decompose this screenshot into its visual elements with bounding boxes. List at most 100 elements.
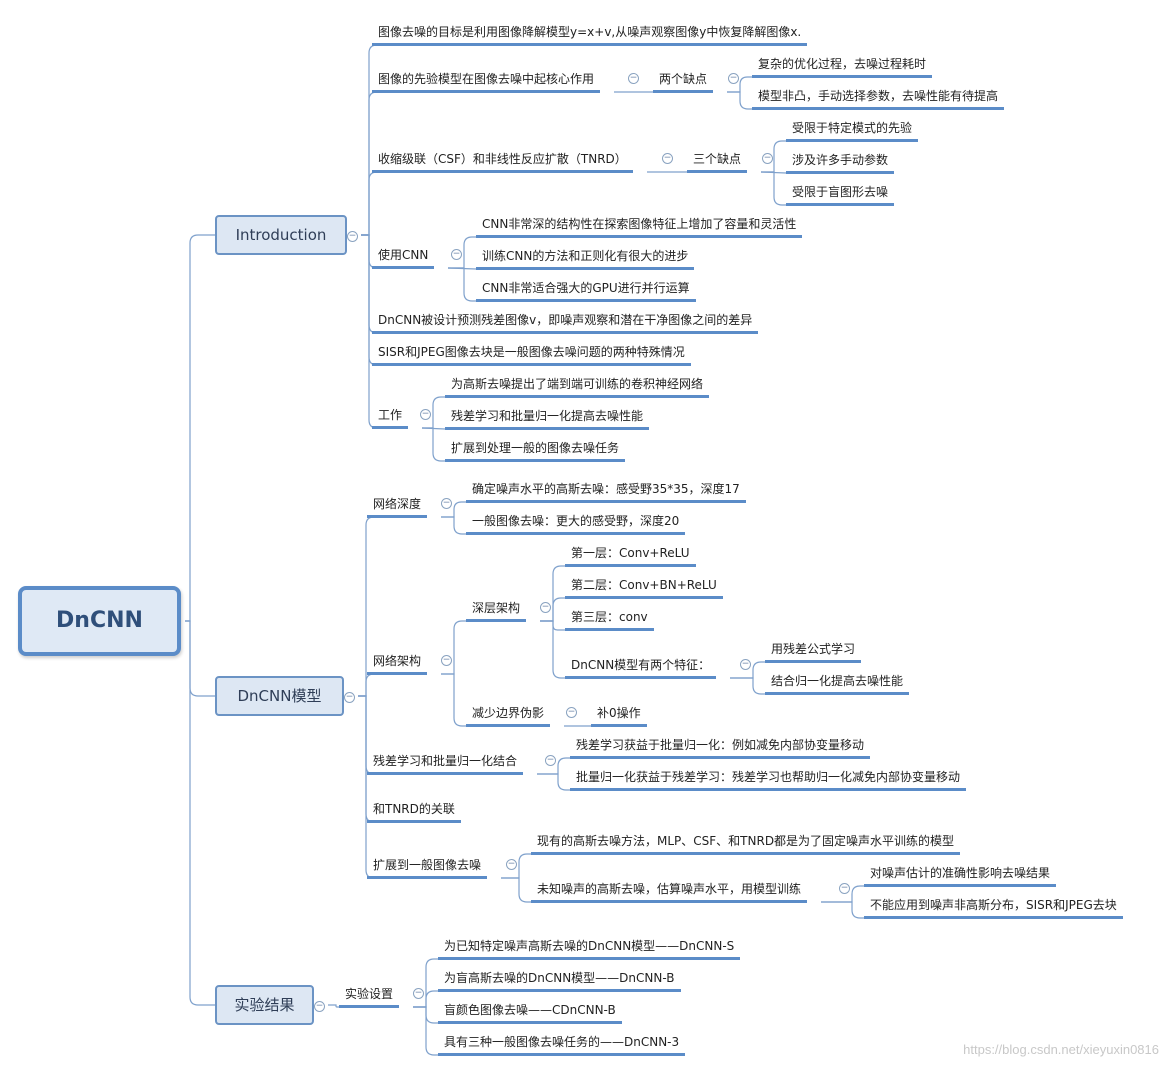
results-setup-4[interactable]: 具有三种一般图像去噪任务的——DnCNN-3 (438, 1034, 686, 1056)
collapse-toggle-csf-flaws[interactable] (762, 153, 773, 164)
connector-33 (540, 597, 565, 622)
intro-prior-flaw-2[interactable]: 模型非凸，手动选择参数，去噪性能有待提高 (752, 88, 1005, 110)
topic-dncnn-model[interactable]: DnCNN模型 (215, 676, 344, 716)
collapse-toggle-results[interactable] (314, 1001, 325, 1012)
connector-43 (821, 885, 864, 903)
connector-28 (441, 501, 466, 518)
connector-12 (727, 91, 752, 110)
collapse-toggle-border[interactable] (566, 707, 577, 718)
connector-2 (185, 620, 215, 1006)
model-extend-2[interactable]: 未知噪声的高斯去噪，估算噪声水平，用模型训练 (531, 881, 808, 903)
connector-5 (361, 171, 378, 236)
connector-11 (727, 76, 752, 93)
intro-work-3[interactable]: 扩展到处理一般的图像去噪任务 (445, 440, 626, 462)
connector-29 (441, 516, 466, 535)
collapse-toggle-work[interactable] (420, 409, 431, 420)
connector-44 (821, 901, 864, 919)
connector-45 (328, 1004, 339, 1008)
connector-17 (448, 236, 476, 269)
collapse-toggle-depth[interactable] (441, 498, 452, 509)
topic-introduction[interactable]: Introduction (215, 215, 347, 255)
model-residual-bn[interactable]: 残差学习和批量归一化结合 (367, 753, 524, 775)
model-depth[interactable]: 网络深度 (367, 496, 428, 518)
connector-35 (540, 620, 565, 679)
collapse-toggle-unknown[interactable] (839, 883, 850, 894)
collapse-toggle-dncnn-model[interactable] (344, 692, 355, 703)
connector-32 (540, 565, 565, 622)
model-depth-2[interactable]: 一般图像去噪：更大的感受野，深度20 (466, 513, 686, 535)
intro-csf-tnrd[interactable]: 收缩级联（CSF）和非线性反应扩散（TNRD） (372, 151, 633, 173)
model-two-features[interactable]: DnCNN模型有两个特征： (565, 657, 717, 679)
collapse-toggle-introduction[interactable] (347, 231, 358, 242)
model-feature-2[interactable]: 结合归一化提高去噪性能 (765, 673, 910, 695)
intro-goal[interactable]: 图像去噪的目标是利用图像降解模型y=x+v,从噪声观察图像y中恢复降解图像x. (372, 24, 808, 46)
model-layer-1[interactable]: 第一层：Conv+ReLU (565, 545, 696, 567)
model-feature-1[interactable]: 用残差公式学习 (765, 641, 862, 663)
intro-csf-flaw-2[interactable]: 涉及许多手动参数 (786, 152, 895, 174)
intro-work[interactable]: 工作 (372, 407, 409, 429)
intro-csf-flaw-1[interactable]: 受限于特定模式的先验 (786, 120, 919, 142)
intro-special-cases[interactable]: SISR和JPEG图像去块是一般图像去噪问题的两种特殊情况 (372, 344, 691, 366)
watermark: https://blog.csdn.net/xieyuxin0816 (963, 1042, 1159, 1057)
connector-40 (537, 773, 570, 791)
model-tnrd-relation[interactable]: 和TNRD的关联 (367, 801, 461, 823)
model-extend[interactable]: 扩展到一般图像去噪 (367, 857, 488, 879)
connector-39 (537, 757, 570, 775)
model-extend-1[interactable]: 现有的高斯去噪方法，MLP、CSF、和TNRD都是为了固定噪声水平训练的模型 (531, 833, 961, 855)
intro-work-2[interactable]: 残差学习和批量归一化提高去噪性能 (445, 408, 650, 430)
model-border-artifacts[interactable]: 减少边界伪影 (466, 705, 551, 727)
connector-14 (761, 140, 786, 173)
connector-37 (730, 677, 765, 695)
collapse-toggle-setup[interactable] (413, 988, 424, 999)
intro-cnn-1[interactable]: CNN非常深的结构性在探索图像特征上增加了容量和灵活性 (476, 216, 803, 238)
model-zero-padding[interactable]: 补0操作 (591, 705, 647, 727)
model-residual-bn-1[interactable]: 残差学习获益于批量归一化：例如减免内部协变量移动 (570, 737, 871, 759)
connector-46 (413, 958, 438, 1008)
model-deep-architecture[interactable]: 深层架构 (466, 600, 527, 622)
model-unknown-2[interactable]: 不能应用到噪声非高斯分布，SISR和JPEG去块 (864, 897, 1123, 919)
connector-41 (501, 853, 531, 879)
collapse-toggle-cnn[interactable] (451, 249, 462, 260)
collapse-toggle-prior[interactable] (628, 73, 639, 84)
connector-20 (422, 396, 445, 429)
collapse-toggle-architecture[interactable] (441, 655, 452, 666)
connector-27 (358, 695, 375, 879)
connector-49 (413, 1006, 438, 1056)
model-architecture[interactable]: 网络架构 (367, 653, 428, 675)
intro-prior[interactable]: 图像的先验模型在图像去噪中起核心作用 (372, 71, 601, 93)
results-setup-2[interactable]: 为盲高斯去噪的DnCNN模型——DnCNN-B (438, 970, 681, 992)
intro-residual[interactable]: DnCNN被设计预测残差图像v，即噪声观察和潜在干净图像之间的差异 (372, 312, 759, 334)
connector-31 (441, 673, 466, 727)
intro-prior-flaw-1[interactable]: 复杂的优化过程，去噪过程耗时 (752, 56, 933, 78)
collapse-toggle-residual-bn[interactable] (545, 755, 556, 766)
connector-22 (422, 427, 445, 462)
model-depth-1[interactable]: 确定噪声水平的高斯去噪：感受野35*35，深度17 (466, 481, 746, 503)
connector-47 (413, 990, 438, 1008)
collapse-toggle-csf[interactable] (662, 153, 673, 164)
model-unknown-1[interactable]: 对噪声估计的准确性影响去噪结果 (864, 865, 1057, 887)
results-setup-1[interactable]: 为已知特定噪声高斯去噪的DnCNN模型——DnCNN-S (438, 938, 741, 960)
connector-42 (501, 877, 531, 903)
collapse-toggle-deep-architecture[interactable] (540, 602, 551, 613)
intro-work-1[interactable]: 为高斯去噪提出了端到端可训练的卷积神经网络 (445, 376, 710, 398)
connector-0 (185, 234, 215, 622)
model-layer-3[interactable]: 第三层：conv (565, 609, 654, 631)
root-topic[interactable]: DnCNN (18, 586, 181, 656)
intro-prior-two-flaws[interactable]: 两个缺点 (653, 71, 714, 93)
intro-use-cnn[interactable]: 使用CNN (372, 247, 435, 269)
topic-results[interactable]: 实验结果 (215, 985, 314, 1025)
results-setup-3[interactable]: 盲颜色图像去噪——CDnCNN-B (438, 1002, 622, 1024)
intro-cnn-2[interactable]: 训练CNN的方法和正则化有很大的进步 (476, 248, 695, 270)
connector-30 (441, 620, 466, 675)
intro-cnn-3[interactable]: CNN非常适合强大的GPU进行并行运算 (476, 280, 696, 302)
collapse-toggle-extend[interactable] (506, 859, 517, 870)
model-residual-bn-2[interactable]: 批量归一化获益于残差学习：残差学习也帮助归一化减免内部协变量移动 (570, 769, 967, 791)
model-layer-2[interactable]: 第二层：Conv+BN+ReLU (565, 577, 723, 599)
results-setup[interactable]: 实验设置 (339, 986, 400, 1008)
collapse-toggle-prior-flaws[interactable] (728, 73, 739, 84)
intro-csf-flaw-3[interactable]: 受限于盲图形去噪 (786, 184, 895, 206)
collapse-toggle-two-features[interactable] (740, 659, 751, 670)
intro-csf-three-flaws[interactable]: 三个缺点 (687, 151, 748, 173)
